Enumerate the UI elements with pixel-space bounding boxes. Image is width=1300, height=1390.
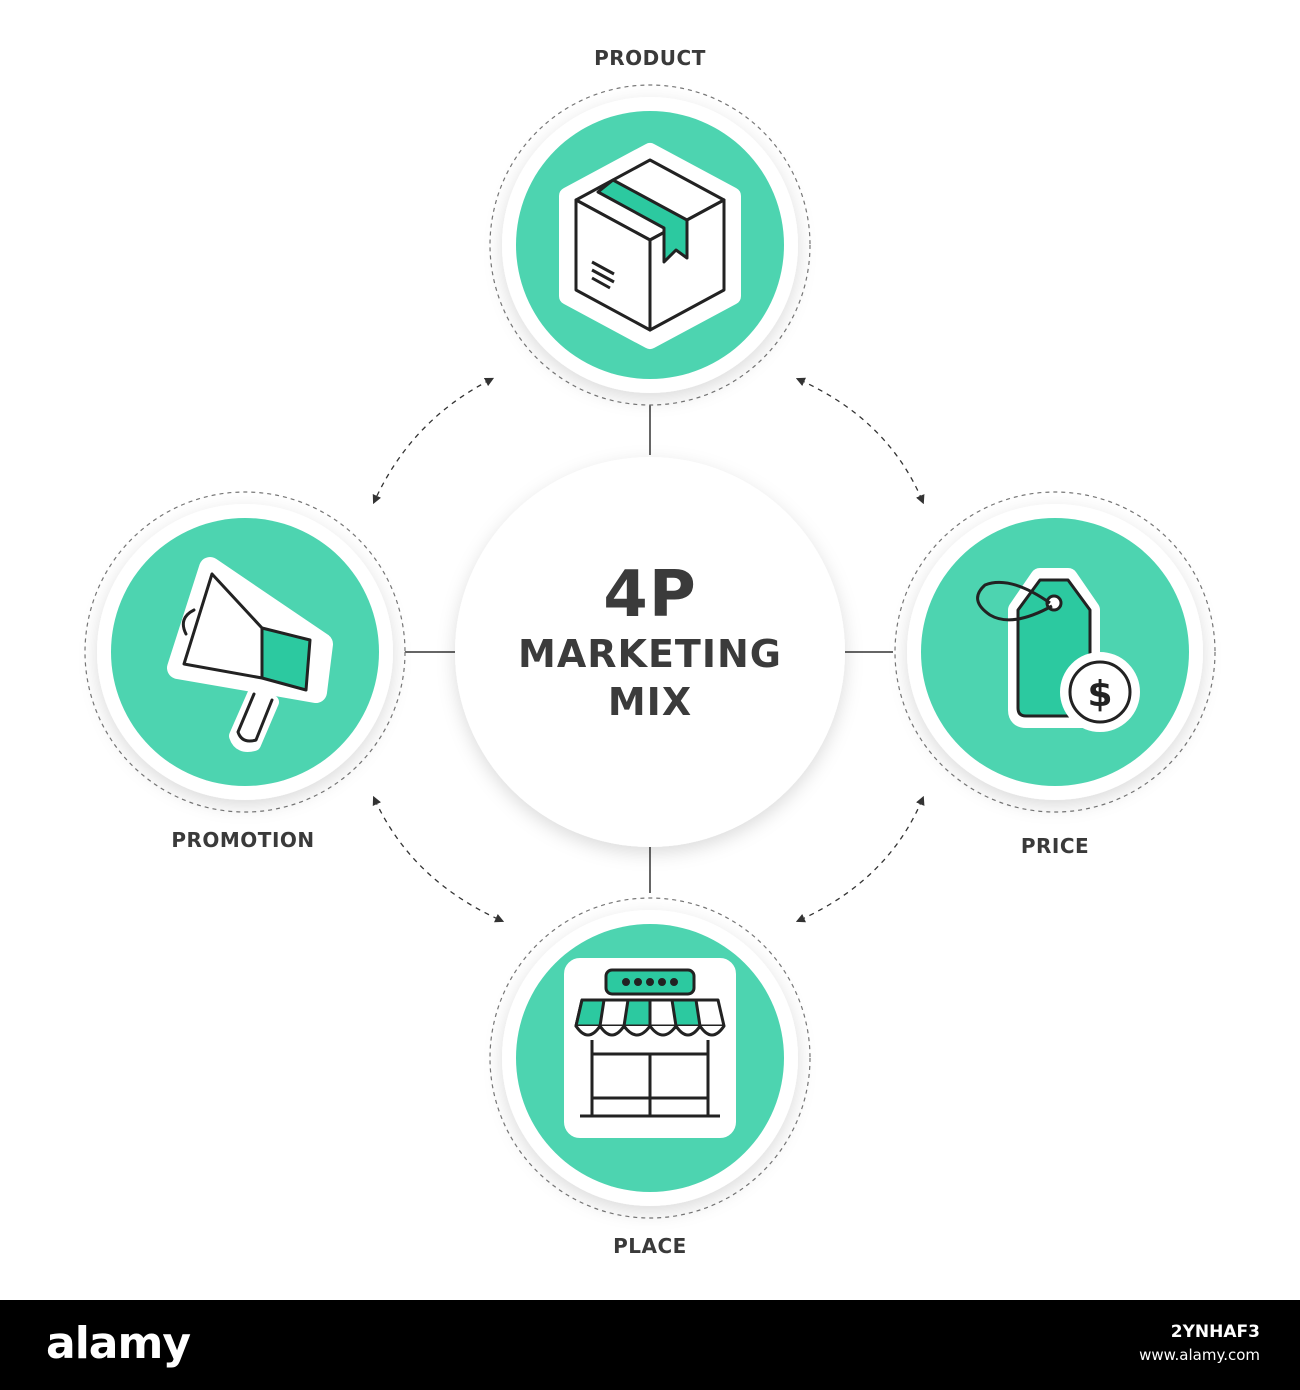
arrow-price-place: [795, 795, 925, 923]
footer-info: 2YNHAF3 www.alamy.com: [1139, 1322, 1260, 1364]
dollar-sign: $: [1087, 674, 1112, 715]
image-id: 2YNHAF3: [1170, 1322, 1260, 1342]
dollar-coin-icon: [1068, 660, 1132, 724]
node-place: [489, 897, 811, 1219]
node-promotion: [84, 491, 406, 813]
box-icon: [559, 143, 741, 349]
footer-url[interactable]: www.alamy.com: [1139, 1346, 1260, 1364]
center-title-4p: 4P: [603, 558, 697, 632]
dashed-ring: [894, 491, 1216, 813]
connectors: [405, 405, 893, 893]
dashed-ring: [84, 491, 406, 813]
label-promotion: PROMOTION: [171, 828, 315, 852]
alamy-logo[interactable]: alamy: [46, 1318, 191, 1369]
price-tag-icon: [976, 568, 1140, 732]
node-price: $: [894, 491, 1216, 813]
arrow-product-promotion: [372, 377, 495, 505]
footer-bar: [0, 1300, 1300, 1390]
marketing-mix-diagram: $: [84, 84, 1216, 1219]
center-title-mix: MIX: [607, 680, 693, 724]
label-place: PLACE: [613, 1234, 687, 1258]
dashed-ring: [489, 84, 811, 406]
node-product: [489, 84, 811, 406]
center-title-marketing: MARKETING: [518, 632, 782, 676]
arrow-product-price: [795, 377, 925, 505]
dashed-ring: [489, 897, 811, 1219]
megaphone-icon: [167, 557, 333, 752]
arrow-promotion-place: [372, 795, 505, 923]
center-circle: [455, 457, 845, 847]
label-price: PRICE: [1020, 834, 1090, 858]
label-product: PRODUCT: [594, 46, 706, 70]
storefront-icon: [564, 958, 736, 1138]
cycle-arrows: [372, 377, 925, 923]
center-title: 4P MARKETING MIX: [450, 560, 850, 726]
